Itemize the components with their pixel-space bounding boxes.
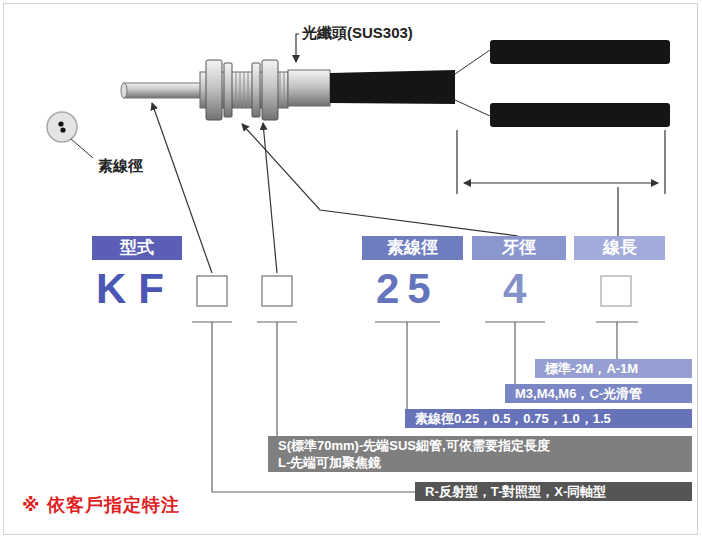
drawing-part	[262, 60, 278, 120]
drawing-part	[456, 130, 457, 194]
option-text: M3,M4,M6，C-光滑管	[515, 385, 642, 402]
header-box: 素線徑	[362, 236, 463, 260]
drawing-part	[455, 100, 490, 116]
option-text: L-先端可加聚焦鏡	[278, 454, 381, 471]
drawing-part	[263, 123, 277, 273]
header-text: 型式	[120, 236, 154, 260]
drawing-part	[206, 60, 222, 120]
part-label: 素線徑	[98, 157, 143, 175]
header-box: 型式	[92, 236, 182, 260]
drawing-part	[252, 63, 260, 117]
drawing-part	[288, 70, 330, 106]
drawing-part	[490, 103, 670, 127]
drawing-part	[71, 139, 93, 158]
drawing-part	[262, 276, 292, 306]
header-box: 線長	[574, 236, 665, 260]
drawing-part	[296, 34, 299, 62]
header-box: 牙徑	[472, 236, 566, 260]
code-letters: KF	[96, 264, 176, 314]
drawing-part	[616, 322, 617, 362]
drawing-part	[276, 322, 277, 440]
drawing-part	[224, 63, 232, 117]
drawing-part	[197, 276, 227, 306]
drawing-part	[455, 50, 490, 74]
drawing-part	[514, 322, 515, 388]
drawing-part	[601, 276, 631, 306]
part-label: 光纖頭(SUS303)	[302, 24, 413, 42]
cross-section	[47, 112, 93, 158]
drawing-part	[617, 187, 618, 236]
option-text: 素線徑0.25，0.5，0.75，1.0，1.5	[415, 410, 611, 427]
option-text: S(標準70mm)-先端SUS細管,可依需要指定長度	[278, 437, 550, 454]
drawing-part	[490, 40, 670, 64]
option-band: R-反射型，T-對照型，X-同軸型	[415, 482, 692, 501]
header-text: 牙徑	[502, 236, 536, 260]
header-text: 線長	[603, 236, 637, 260]
option-band: 標準-2M，A-1M	[535, 359, 692, 378]
frame	[4, 4, 698, 535]
drawing-part	[242, 124, 518, 236]
option-text: R-反射型，T-對照型，X-同軸型	[425, 483, 606, 500]
leader-lines	[152, 34, 618, 273]
drawing-part	[330, 70, 455, 104]
option-text: 標準-2M，A-1M	[545, 360, 638, 377]
note-text: ※ 依客戶指定特注	[22, 494, 180, 516]
drawing-part	[124, 83, 204, 98]
code-letters: 25	[376, 264, 439, 314]
option-band: S(標準70mm)-先端SUS細管,可依需要指定長度L-先端可加聚焦鏡	[268, 436, 692, 472]
drawing-part	[60, 127, 65, 132]
fiber-cable	[330, 40, 670, 127]
option-band: 素線徑0.25，0.5，0.75，1.0，1.5	[405, 409, 692, 428]
drawing-part	[464, 182, 658, 183]
code-letters: 4	[503, 264, 526, 314]
header-text: 素線徑	[387, 236, 438, 260]
length-dimension	[457, 130, 665, 194]
drawing-part	[664, 130, 665, 194]
drawing-part	[406, 322, 407, 412]
option-band: M3,M4,M6，C-光滑管	[505, 384, 692, 403]
fiber-head	[121, 60, 330, 120]
drawing-part	[58, 121, 63, 126]
drawing-part	[121, 83, 127, 98]
drawing-part	[47, 112, 77, 142]
